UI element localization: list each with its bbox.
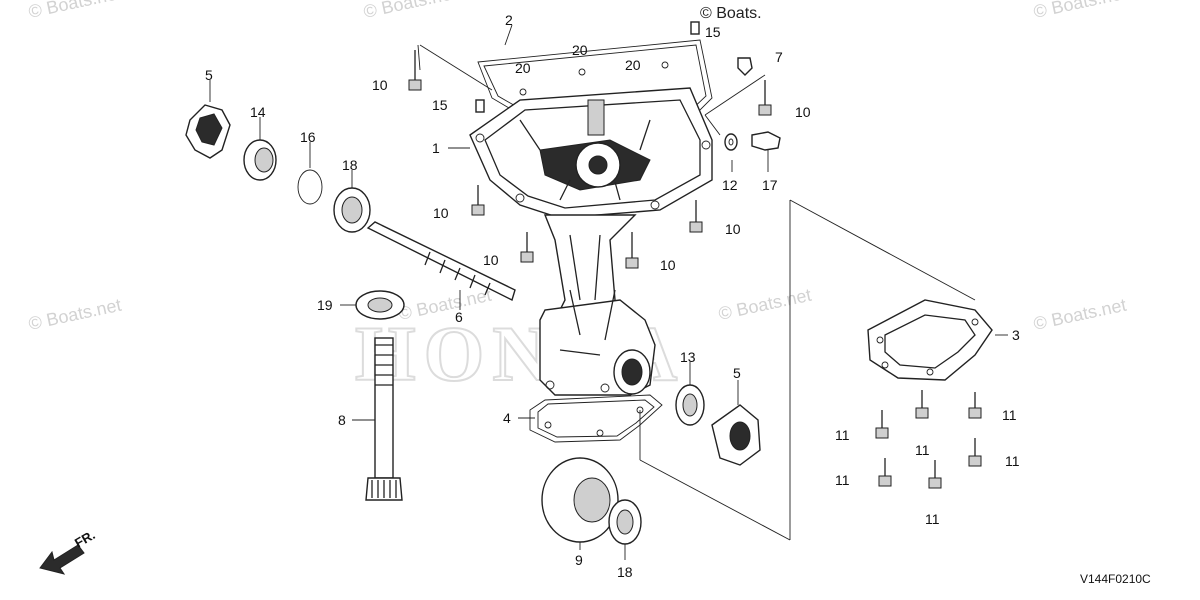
callout-17: 17 (762, 177, 778, 193)
callout-15: 15 (432, 97, 448, 113)
bolts-10 (408, 50, 772, 269)
callout-20: 20 (572, 42, 588, 58)
cover-plate (867, 299, 993, 381)
small-parts (475, 21, 781, 151)
callout-5: 5 (205, 67, 213, 83)
callout-13: 13 (680, 349, 696, 365)
plug-part-7 (737, 57, 753, 76)
dot-part-20 (578, 68, 586, 76)
watermark: © Boats.net (1032, 0, 1128, 22)
bolt (625, 232, 639, 269)
callout-18: 18 (342, 157, 358, 173)
bolt (520, 232, 534, 263)
callout-14: 14 (250, 104, 266, 120)
bolt (758, 80, 772, 116)
callout-19: 19 (317, 297, 333, 313)
watermark: © Boats.net (717, 285, 813, 324)
callout-labels: 1 2 3 4 5 5 6 7 8 9 10 10 10 10 10 10 11… (205, 5, 1020, 580)
bolt (968, 392, 982, 419)
callout-6: 6 (455, 309, 463, 325)
callout-16: 16 (300, 129, 316, 145)
callout-11: 11 (915, 442, 930, 458)
callout-10: 10 (372, 77, 388, 93)
callout-10: 10 (433, 205, 449, 221)
callout-20: 20 (515, 60, 531, 76)
watermark: © Boats.net (1032, 295, 1128, 334)
watermark: © Boats.net (362, 0, 458, 22)
dot-part-20 (661, 61, 669, 69)
diagram-code: V144F0210C (1080, 572, 1151, 586)
callout-18: 18 (617, 564, 633, 580)
bolt (968, 438, 982, 467)
assembly-lines (417, 44, 976, 541)
callout-1: 1 (432, 140, 440, 156)
callout-leaders (209, 24, 1008, 560)
lower-gear-parts (541, 384, 761, 545)
drive-shaft-part-8 (374, 337, 394, 479)
callout-3: 3 (1012, 327, 1020, 343)
circlip-part-16 (297, 169, 323, 205)
callout-2: 2 (505, 12, 513, 28)
callout-10: 10 (725, 221, 741, 237)
callout-11: 11 (835, 472, 850, 488)
callout-12: 12 (722, 177, 738, 193)
bolt (471, 185, 485, 216)
front-arrow-icon (39, 544, 85, 575)
callout-11: 11 (1002, 407, 1017, 423)
lower-gasket (529, 394, 663, 443)
callout-7: 7 (775, 49, 783, 65)
bolt (878, 458, 892, 487)
dot-part-20 (519, 88, 527, 96)
callout-5: 5 (733, 365, 741, 381)
callout-8: 8 (338, 412, 346, 428)
callout-20: 20 (625, 57, 641, 73)
bolt (915, 390, 929, 419)
front-direction-marker: FR. (39, 527, 98, 575)
callout-10: 10 (795, 104, 811, 120)
watermark: © Boats.net (27, 295, 123, 334)
pin-part-15 (475, 99, 485, 113)
callout-10: 10 (483, 252, 499, 268)
watermark: © Boats.net (27, 0, 123, 22)
gear-case-housing (469, 87, 713, 396)
bolt (408, 50, 422, 91)
watermark-partial: © Boats. (700, 5, 762, 22)
callout-11: 11 (925, 511, 940, 527)
bolt (928, 460, 942, 489)
washer-part-12 (724, 133, 738, 151)
bolt (689, 200, 703, 233)
callout-15: 15 (705, 24, 721, 40)
bolt-part-17 (751, 131, 781, 151)
shaft-parts (185, 104, 516, 501)
callout-11: 11 (835, 427, 850, 443)
shaft-part-6 (366, 221, 516, 301)
callout-4: 4 (503, 410, 511, 426)
bolts-11 (875, 390, 982, 489)
pin-part-15 (690, 21, 700, 35)
callout-11: 11 (1005, 453, 1020, 469)
callout-9: 9 (575, 552, 583, 568)
callout-10: 10 (660, 257, 676, 273)
bolt (875, 410, 889, 439)
